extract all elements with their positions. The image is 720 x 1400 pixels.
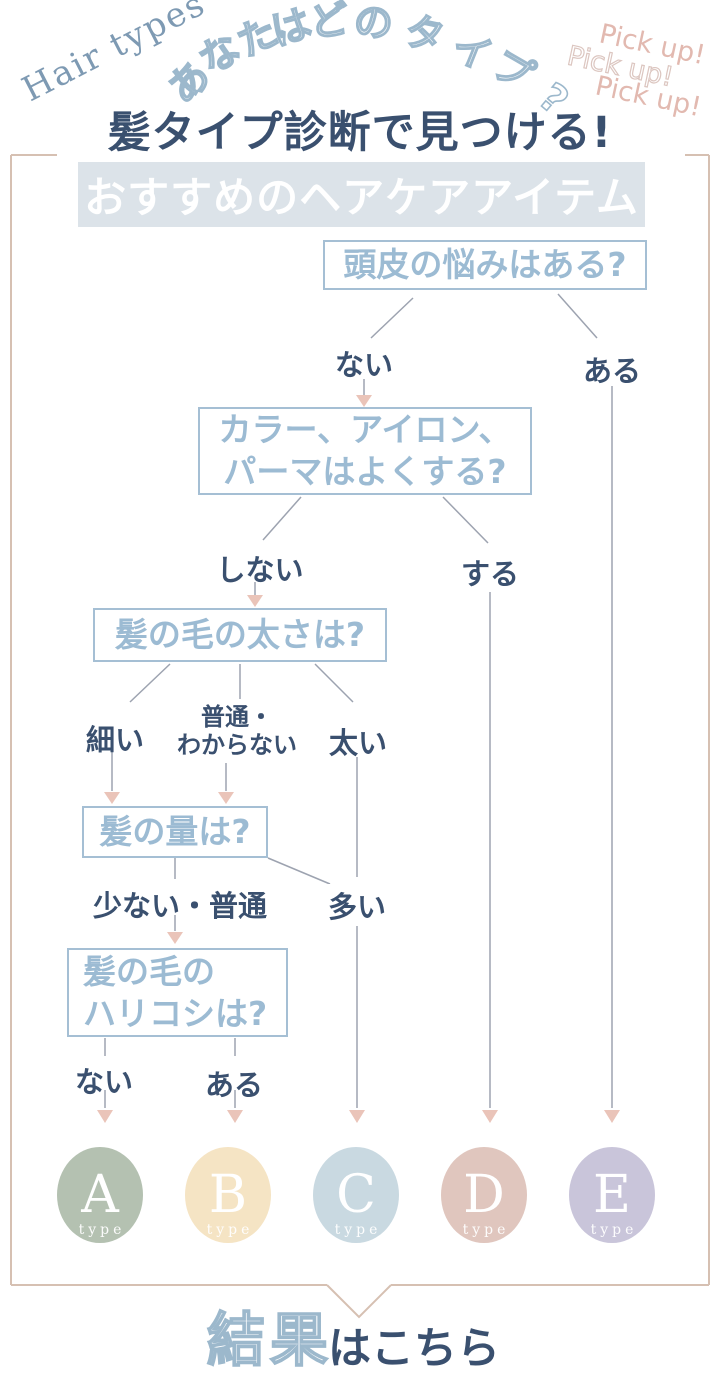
question-box-hair-amount-text: 髪の量は? [99, 812, 251, 851]
answer-q3-normal-line2: わからない [177, 731, 297, 759]
question-box-color-iron-perm-line1: カラー、アイロン、 [218, 410, 512, 449]
type-circle-c: C type [313, 1147, 399, 1243]
type-circle-d: D type [441, 1147, 527, 1243]
answer-q3-normal-line1: 普通・ [201, 703, 273, 731]
page-title: 髪タイプ診断で見つける! [107, 108, 613, 158]
answer-q4-high: 多い [327, 884, 387, 926]
svg-text:ど: ど [307, 0, 352, 47]
answer-q3-thick: 太い [328, 726, 387, 760]
svg-text:タ: タ [401, 9, 449, 61]
type-circle-b: B type [185, 1147, 271, 1243]
svg-text:の: の [353, 0, 394, 46]
question-box-scalp: 頭皮の悩みはある? [323, 240, 647, 290]
type-circle-a-letter: A [80, 1165, 120, 1225]
type-circle-e-shape [569, 1147, 655, 1243]
subtitle-text: おすすめのヘアケアアイテム [84, 173, 639, 222]
type-circle-e-letter: E [593, 1165, 631, 1225]
answer-q4-low: 少ない・普通 [93, 889, 268, 923]
answer-q1-no: ない [334, 348, 393, 382]
type-circle-a-shape [57, 1147, 143, 1243]
subtitle-band: おすすめのヘアケアアイテム [78, 162, 645, 227]
answer-q2-yes: する [460, 557, 519, 591]
type-circle-a-sublabel: type [79, 1222, 126, 1238]
type-circle-b-sublabel: type [207, 1222, 254, 1238]
answer-q5-no: ない [74, 1065, 133, 1099]
question-box-scalp-text: 頭皮の悩みはある? [343, 245, 627, 284]
answer-q1-yes: ある [582, 354, 641, 388]
answer-q5-yes: ある [204, 1068, 263, 1102]
connector-lines [104, 293, 613, 1108]
footer-outline-text[interactable]: 結果 [206, 1305, 333, 1375]
question-box-color-iron-perm-line2: パーマはよくする? [223, 452, 507, 491]
question-box-hair-amount: 髪の量は? [82, 806, 268, 858]
type-circle-d-shape [441, 1147, 527, 1243]
answer-q2-no: しない [216, 553, 304, 587]
type-circle-c-shape [313, 1147, 399, 1243]
type-circle-c-sublabel: type [335, 1222, 382, 1238]
type-circles: A type B type C type D type E type [57, 1147, 655, 1243]
type-circle-d-sublabel: type [463, 1222, 510, 1238]
question-box-hair-thickness-text: 髪の毛の太さは? [114, 615, 366, 654]
type-circle-e: E type [569, 1147, 655, 1243]
frame-border [10, 154, 710, 1319]
question-box-hair-firmness-line1: 髪の毛の [83, 951, 215, 991]
type-circle-a: A type [57, 1147, 143, 1243]
footer-results-link-text[interactable]: はこちら [328, 1324, 500, 1374]
answer-q3-thin: 細い [85, 723, 144, 757]
type-circle-b-letter: B [209, 1165, 247, 1225]
type-circle-c-letter: C [336, 1165, 376, 1225]
type-circle-e-sublabel: type [591, 1222, 638, 1238]
arrowheads [97, 395, 620, 1123]
type-circle-d-letter: D [463, 1165, 505, 1225]
question-box-hair-firmness: 髪の毛の ハリコシは? [67, 948, 288, 1037]
question-box-hair-thickness: 髪の毛の太さは? [93, 608, 387, 662]
type-circle-b-shape [185, 1147, 271, 1243]
question-box-color-iron-perm: カラー、アイロン、 パーマはよくする? [198, 407, 532, 495]
question-box-hair-firmness-line2: ハリコシは? [83, 993, 268, 1033]
answer-q3-normal: 普通・ わからない [172, 703, 302, 759]
frame-notch-chevron [326, 1284, 392, 1319]
